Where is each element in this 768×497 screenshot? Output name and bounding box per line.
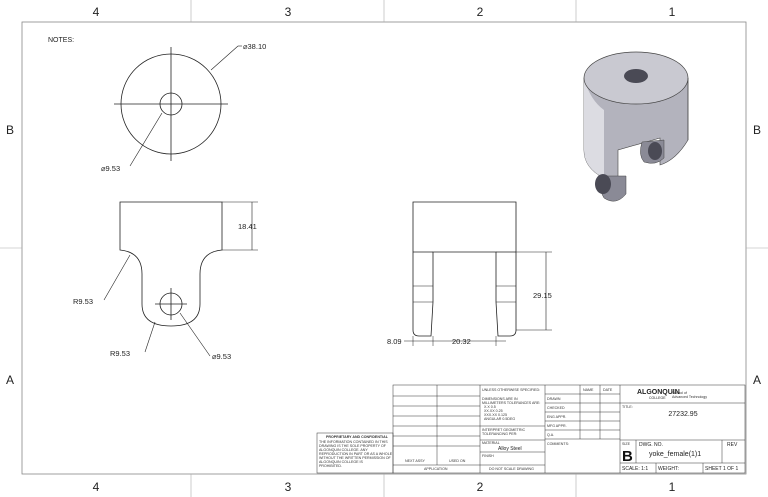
tb-row-checked: CHECKED [547, 406, 565, 410]
zone-bottom-4: 4 [93, 480, 100, 494]
tb-proprietary-2: ALGONQUIN COLLEGE. ANY [319, 448, 368, 452]
zone-bottom-1: 1 [669, 480, 676, 494]
tb-do-not-scale: DO NOT SCALE DRAWING [489, 467, 534, 471]
tb-logo-sub: COLLEGE [649, 396, 666, 400]
tb-row-eng: ENG APPR. [547, 415, 566, 419]
zone-top-3: 3 [285, 5, 292, 19]
tb-dim-note-5: ANGULAR 0.5DEG [484, 417, 515, 421]
tb-size-label: SIZE [622, 442, 631, 446]
tb-proprietary-4: WITHOUT THE WRITTEN PERMISSION OF [319, 456, 392, 460]
tb-rev-label: REV [727, 442, 738, 448]
tb-finish-label: FINISH [482, 454, 494, 458]
tb-col-name: NAME [583, 388, 594, 392]
tb-weight: WEIGHT: [658, 466, 679, 472]
tb-size-value: B [622, 448, 633, 465]
tb-col-date: DATE [603, 388, 613, 392]
dim-fillet-upper: R9.53 [73, 297, 93, 306]
tb-sheet: SHEET 1 OF 1 [705, 466, 738, 472]
tb-school-line1: School of [672, 391, 687, 395]
tb-material-value: Alloy Steel [498, 446, 522, 452]
tb-application: APPLICATION [424, 467, 448, 471]
tb-next-assy: NEXT ASSY [405, 459, 426, 463]
tb-row-comments: COMMENTS: [547, 442, 569, 446]
tb-proprietary-title: PROPRIETARY AND CONFIDENTIAL [326, 435, 389, 439]
dim-slot-offset: 8.09 [387, 337, 402, 346]
tb-logo-name: ALGONQUIN [637, 389, 680, 396]
tb-proprietary-0: THE INFORMATION CONTAINED IN THIS [319, 440, 388, 444]
tb-school-line2: Advanced Technology [672, 395, 707, 399]
tb-proprietary-6: PROHIBITED. [319, 464, 342, 468]
tb-row-drawn: DRAWN [547, 397, 561, 401]
zone-bottom-3: 3 [285, 480, 292, 494]
tb-dwg-value: yoke_female(1)1 [649, 451, 701, 458]
tb-interpret-1: TOLERANCING PER: [482, 432, 517, 436]
dim-slot-width: 20.32 [452, 337, 471, 346]
tb-unless-specified: UNLESS OTHERWISE SPECIFIED: [482, 388, 540, 392]
dim-height-upper: 18.41 [238, 222, 257, 231]
zone-left-b: B [6, 123, 14, 137]
zone-top-2: 2 [477, 5, 484, 19]
notes-label: NOTES: [48, 37, 74, 44]
dim-outer-diameter: ⌀38.10 [243, 42, 266, 51]
tb-title-label: TITLE: [622, 405, 633, 409]
zone-bottom-2: 2 [477, 480, 484, 494]
dim-hole-lower: ⌀9.53 [212, 352, 231, 361]
tb-interpret-0: INTERPRET GEOMETRIC [482, 428, 525, 432]
tb-title-value: 27232.95 [668, 411, 697, 418]
tb-dwg-label: DWG. NO. [639, 442, 663, 448]
front-view [103, 201, 258, 357]
tb-dim-note-2: X.X 0.5 [484, 405, 496, 409]
top-view [114, 45, 242, 167]
tb-dim-note-0: DIMENSIONS ARE IN [482, 397, 518, 401]
dim-hole-top: ⌀9.53 [101, 164, 120, 173]
tb-scale: SCALE: 1:1 [622, 466, 648, 472]
isometric-view [583, 51, 689, 202]
zone-left-a: A [6, 373, 14, 387]
side-view [404, 201, 552, 346]
zone-top-1: 1 [669, 5, 676, 19]
dim-side-height: 29.15 [533, 291, 552, 300]
title-block [316, 384, 746, 474]
tb-row-qa: Q.A. [547, 433, 554, 437]
tb-material-label: MATERIAL [482, 441, 500, 445]
tb-dim-note-1: MILLIMETERS TOLERANCES ARE: [482, 401, 540, 405]
zone-top-4: 4 [93, 5, 100, 19]
zone-right-b: B [753, 123, 761, 137]
dim-fillet-lower: R9.53 [110, 349, 130, 358]
zone-right-a: A [753, 373, 761, 387]
tb-used-on: USED ON [449, 459, 466, 463]
tb-dim-note-4: XXX.XX 0.125 [484, 413, 507, 417]
tb-proprietary-3: REPRODUCTION IN PART OR AS A WHOLE [319, 452, 393, 456]
tb-proprietary-5: ALGONQUIN COLLEGE IS [319, 460, 364, 464]
tb-dim-note-3: XX.XX 0.25 [484, 409, 503, 413]
tb-row-mfg: MFG APPR. [547, 424, 567, 428]
tb-proprietary-1: DRAWING IS THE SOLE PROPERTY OF [319, 444, 387, 448]
